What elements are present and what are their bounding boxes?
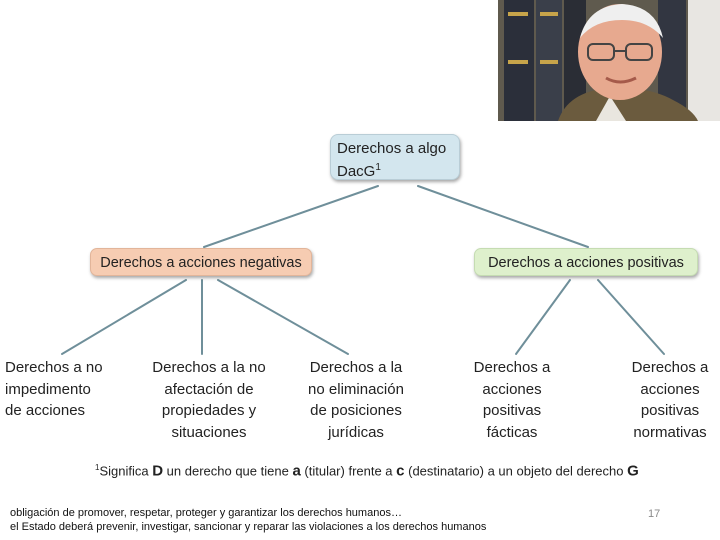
positive-actions-node: Derechos a acciones positivas [474,248,698,276]
page-number: 17 [648,508,661,520]
leaf-no-eliminacion: Derechos a la no eliminación de posicion… [308,359,404,441]
footnote: 1Significa D un derecho que tiene a (tit… [95,462,639,480]
connector-positive-leaf2 [597,279,665,355]
connector-negative-leaf1 [61,279,187,355]
connector-negative-leaf3 [217,279,349,355]
connector-positive-leaf1 [515,279,571,355]
leaf-no-afectacion: Derechos a la no afectación de propiedad… [152,359,266,441]
root-node-formula: DacG1 [337,162,381,180]
connector-root-negative [203,185,379,248]
root-node-footnote-marker: 1 [375,162,381,173]
leaf-positivas-normativas: Derechos a acciones positivas normativas [631,359,709,441]
negative-actions-node: Derechos a acciones negativas [90,248,312,276]
root-node: Derechos a algo DacG1 [330,134,460,180]
note-line-2: el Estado deberá prevenir, investigar, s… [10,521,487,533]
connector-root-positive [417,185,589,248]
leaf-no-impedimento: Derechos a no impedimento de acciones [5,359,103,419]
note-line-1: obligación de promover, respetar, proteg… [10,507,402,519]
portrait-photo [498,0,720,121]
leaf-positivas-facticas: Derechos a acciones positivas fácticas [473,359,551,441]
root-node-title: Derechos a algo [337,140,447,157]
